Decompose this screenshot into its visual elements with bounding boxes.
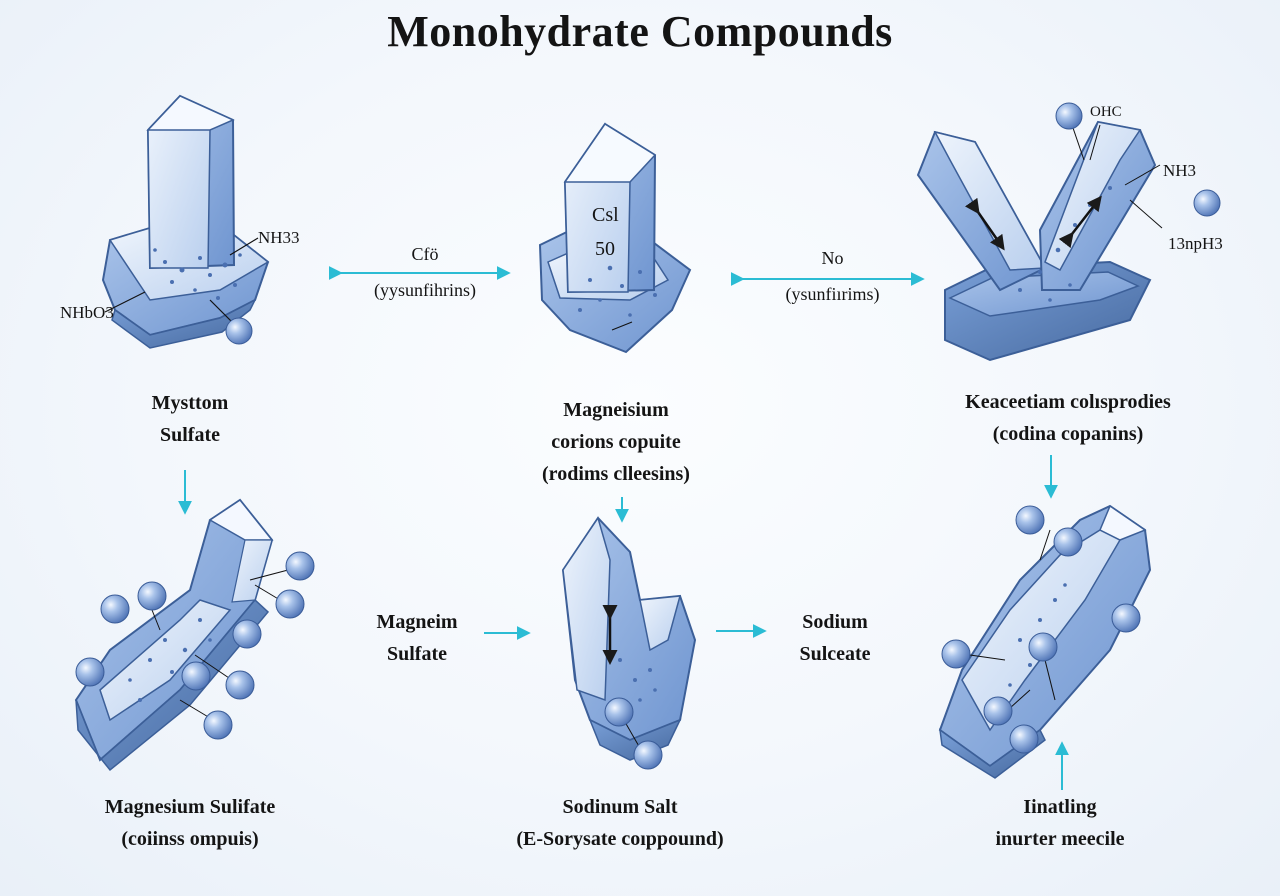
label-bottom-mid-left: Magneim Sulfate (376, 611, 458, 665)
chem-label-nh33: NH33 (258, 228, 300, 247)
chem-label-nho3: NHbO3 (60, 303, 114, 322)
connector-left-label: Cfö (yysunfihrins) (374, 244, 476, 300)
chem-label-13nph3: 13npH3 (1168, 234, 1223, 253)
crystal-top-right (916, 102, 1221, 362)
label-bottom-mid-right: Sodium Sulceate (799, 611, 871, 665)
diagram-title: Monohydrate Compounds (387, 7, 893, 56)
label-bottom-middle: Sodinum Salt (E-Sorysate coıppouınd) (516, 796, 724, 850)
chem-label-nh3: NH3 (1163, 161, 1197, 180)
connector-right-label: No (ysunfiırims) (785, 248, 880, 304)
chem-label-ohc: OHC (1090, 104, 1122, 120)
label-top-left: Mysttom Sulfate (151, 392, 229, 446)
crystal-bottom-middle (561, 516, 697, 770)
inner-label-50: 50 (595, 238, 615, 260)
crystal-top-left (101, 94, 270, 349)
label-bottom-right: Iinatling inurter meecile (995, 796, 1125, 850)
crystal-bottom-right (938, 504, 1152, 779)
label-top-right: Keaceetiam colısprodies (codina copanins… (965, 391, 1171, 445)
label-top-middle: Magneisium corions copuite (rodims cllee… (542, 399, 690, 485)
crystal-bottom-left (74, 498, 315, 772)
inner-label-csl: Csl (592, 204, 619, 226)
crystal-top-middle (538, 122, 692, 354)
label-bottom-left: Magnesium Sulifate (coiinss ompuis) (104, 796, 276, 850)
